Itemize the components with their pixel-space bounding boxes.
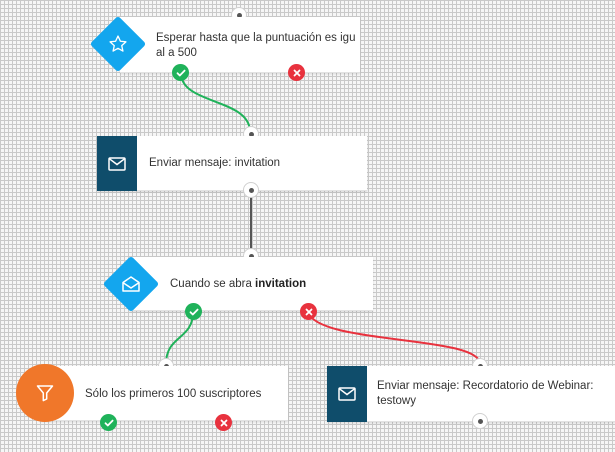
no-branch-icon[interactable] [300,303,317,320]
node-filter-first[interactable]: Sólo los primeros 100 suscriptores [40,366,288,421]
action-icon-box [327,366,367,422]
star-icon [98,24,138,64]
node-send-reminder[interactable]: Enviar mensaje: Recordatorio de Webinar:… [327,366,615,422]
node-send-reminder-label: Enviar mensaje: Recordatorio de Webinar:… [377,380,594,407]
yes-branch-icon[interactable] [100,414,117,431]
node-send-invitation-label: Enviar mensaje: invitation [149,157,281,169]
connector-yes-wait-to-send[interactable] [180,72,251,133]
yes-branch-icon[interactable] [172,64,189,81]
node-on-open-label: Cuando se abra invitation [170,278,307,290]
node-on-open[interactable]: Cuando se abra invitation [130,257,373,311]
envelope-icon [108,156,126,171]
output-port-send-reminder[interactable] [472,413,488,429]
connector-yes-open-to-filter[interactable] [165,311,194,365]
no-branch-icon[interactable] [288,64,305,81]
node-send-invitation[interactable]: Enviar mensaje: invitation [97,136,367,191]
envelope-icon [338,387,356,401]
action-icon-box [97,136,137,191]
output-port-send-invitation[interactable] [243,182,259,198]
envelope-open-icon [111,264,151,304]
no-branch-icon[interactable] [215,414,232,431]
node-wait-score[interactable]: Esperar hasta que la puntuación es igu a… [120,17,360,73]
node-filter-first-label: Sólo los primeros 100 suscriptores [85,388,262,400]
connector-no-open-to-reminder[interactable] [307,311,481,365]
yes-branch-icon[interactable] [185,303,202,320]
funnel-icon [36,385,54,402]
node-wait-score-label: Esperar hasta que la puntuación es igu a… [156,32,356,59]
filter-icon-circle [16,364,74,422]
